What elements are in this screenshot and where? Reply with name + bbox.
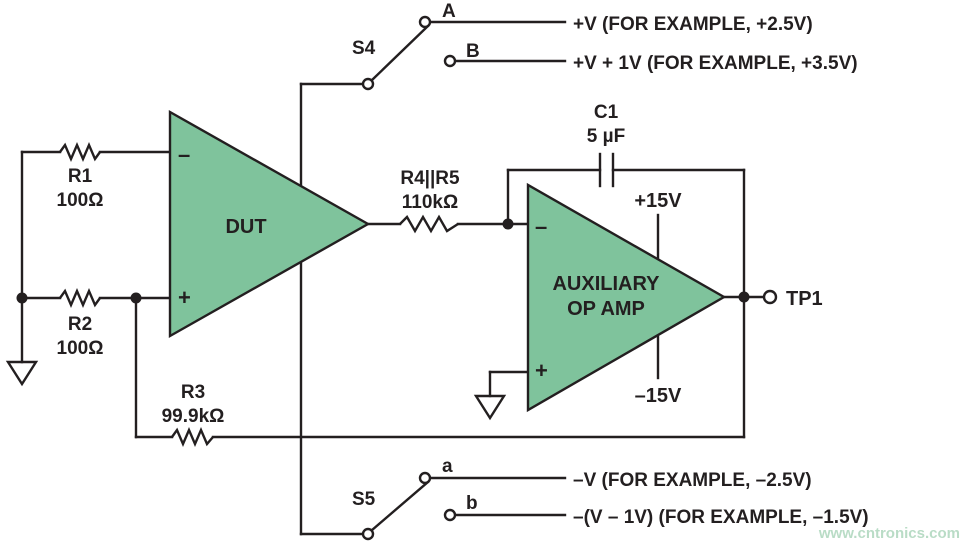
switch-s4-terminal-a: [418, 15, 432, 29]
s4-rail-a: +V (FOR EXAMPLE, +2.5V): [573, 14, 813, 35]
junction-dot-r2-r3: [130, 292, 142, 304]
s4-pos-a: A: [442, 1, 456, 22]
switch-s4-blade: [370, 24, 430, 82]
c1-value: 5 µF: [587, 126, 625, 147]
s5-rail-a: –V (FOR EXAMPLE, –2.5V): [573, 470, 812, 491]
resistor-r3: [171, 426, 214, 448]
ground-symbol-left: [5, 360, 39, 387]
switch-s5-blade: [370, 480, 430, 532]
s5-rail-b: –(V – 1V) (FOR EXAMPLE, –1.5V): [573, 507, 869, 528]
switch-s5-terminal-b: [443, 508, 457, 522]
dut-label: DUT: [225, 216, 266, 238]
resistor-r1: [59, 141, 101, 163]
aux-op-amp: [526, 182, 727, 413]
r1-name: R1: [68, 166, 93, 187]
wires: [20, 20, 766, 536]
dut-noninv-sign: +: [178, 285, 191, 310]
r1-value: 100Ω: [57, 190, 104, 211]
r3-value: 99.9kΩ: [162, 406, 225, 427]
s4-rail-b: +V + 1V (FOR EXAMPLE, +3.5V): [573, 53, 858, 74]
ground-symbol-aux: [473, 394, 507, 421]
tp1-label: TP1: [786, 288, 823, 310]
switch-s5-terminal-a: [418, 471, 432, 485]
switch-s4-terminal-b: [443, 54, 457, 68]
resistor-r2: [59, 287, 101, 309]
s4-name: S4: [352, 38, 376, 59]
watermark: www.cntronics.com: [818, 525, 960, 542]
dut-inv-sign: –: [178, 142, 190, 167]
c1-name: C1: [594, 102, 619, 123]
r3-name: R3: [181, 382, 205, 403]
junction-dot-aux-out: [738, 291, 750, 303]
r45-name: R4||R5: [400, 168, 460, 189]
aux-inv-sign: –: [535, 214, 547, 239]
s5-name: S5: [352, 489, 376, 510]
switch-s5-common-terminal: [361, 527, 375, 541]
junction-dot-left: [16, 292, 28, 304]
labels: – + DUT – + AUXILIARY OP AMP +15V –15V R…: [57, 1, 869, 528]
s4-pos-b: B: [466, 41, 480, 62]
s5-pos-a: a: [442, 456, 453, 477]
r2-value: 100Ω: [57, 338, 104, 359]
dut-op-amp: [168, 109, 371, 339]
aux-vneg-label: –15V: [635, 385, 682, 407]
aux-vpos-label: +15V: [634, 190, 682, 212]
resistor-r4-r5: [399, 214, 459, 234]
tp1-terminal: [762, 289, 778, 305]
r2-name: R2: [68, 314, 92, 335]
s5-pos-b: b: [466, 493, 478, 514]
switch-s4-common-terminal: [361, 77, 375, 91]
aux-label-line1: AUXILIARY: [552, 273, 660, 295]
aux-noninv-sign: +: [535, 358, 548, 383]
r45-value: 110kΩ: [402, 192, 458, 213]
junction-dot-aux-inv: [502, 218, 514, 230]
aux-label-line2: OP AMP: [567, 298, 645, 320]
